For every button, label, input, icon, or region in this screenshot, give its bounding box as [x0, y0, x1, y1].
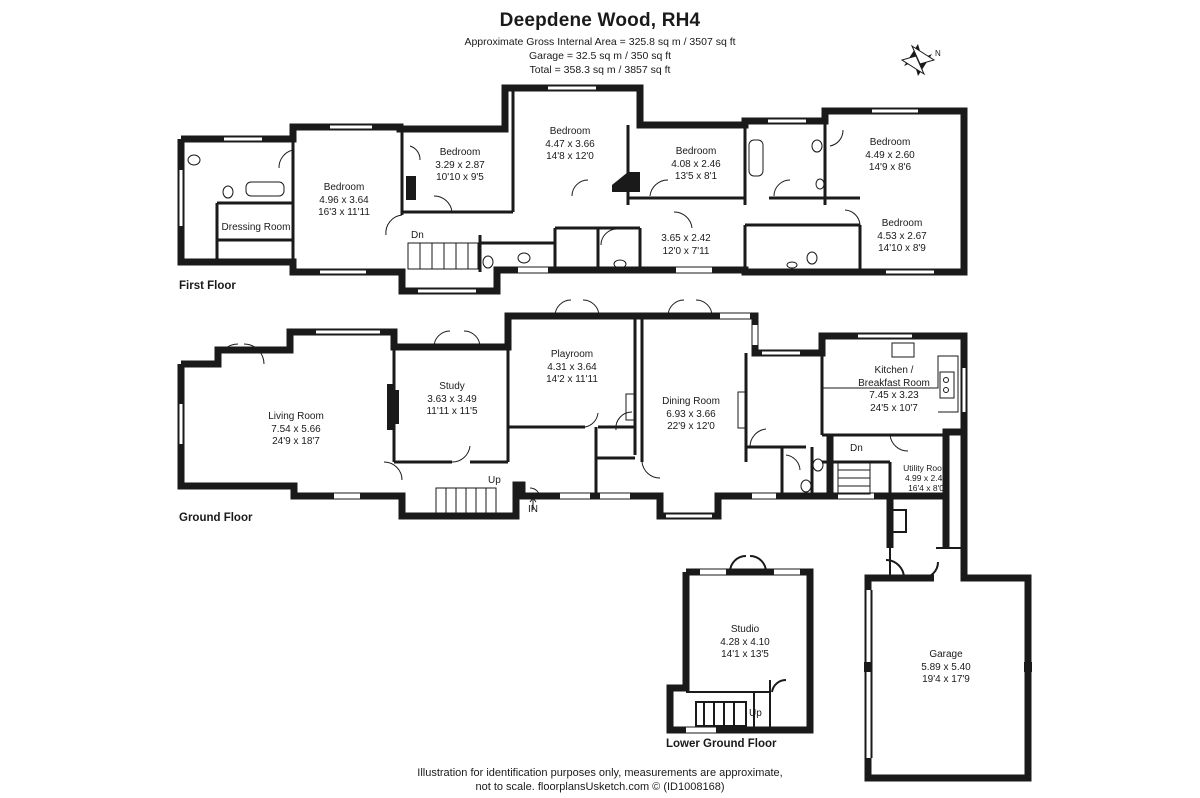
lower-ground-inner [686, 555, 787, 730]
ground-floor-walls [177, 312, 968, 520]
stairs-first-dn: Dn [411, 230, 424, 241]
stairs-ground-up: Up [488, 475, 501, 486]
ground-floor-fixtures [217, 299, 959, 515]
area-gross: Approximate Gross Internal Area = 325.8 … [464, 36, 736, 48]
ground-floor-partitions [392, 316, 946, 496]
area-garage: Garage = 32.5 sq m / 350 sq ft [528, 50, 672, 62]
stairs-lower-up: Up [749, 708, 762, 719]
utility-wing-inner [885, 440, 964, 579]
first-floor-window-lines [178, 85, 934, 294]
first-floor-walls [177, 84, 968, 295]
stairs-ground-dn: Dn [850, 443, 863, 454]
first-floor-partitions [215, 90, 862, 272]
floor-label-first: First Floor [179, 280, 236, 292]
ground-floor-windows [178, 313, 967, 519]
utility-wing-walls [864, 432, 1032, 782]
ground-floor-chimney [387, 384, 399, 430]
area-total: Total = 358.3 sq m / 3857 sq ft [529, 64, 671, 76]
footer-disclaimer-2: not to scale. floorplansUsketch.com © (I… [475, 781, 725, 793]
floor-label-ground: Ground Floor [179, 512, 253, 524]
room-dressing: Dressing Room [221, 222, 291, 233]
ground-floor-window-lines [178, 329, 967, 519]
first-floor-fixtures [187, 129, 861, 270]
compass-rose [900, 44, 936, 76]
lower-ground-walls [666, 568, 814, 734]
plan-title: Deepdene Wood, RH4 [499, 10, 701, 31]
compass-north-label: N [935, 49, 941, 58]
first-floor-chimney [406, 172, 640, 200]
floor-label-lower: Lower Ground Floor [666, 738, 777, 750]
garage-door-lines [865, 590, 873, 758]
first-floor-windows [178, 85, 934, 294]
entrance-label: IN [528, 504, 538, 515]
footer-disclaimer-1: Illustration for identification purposes… [417, 767, 783, 779]
